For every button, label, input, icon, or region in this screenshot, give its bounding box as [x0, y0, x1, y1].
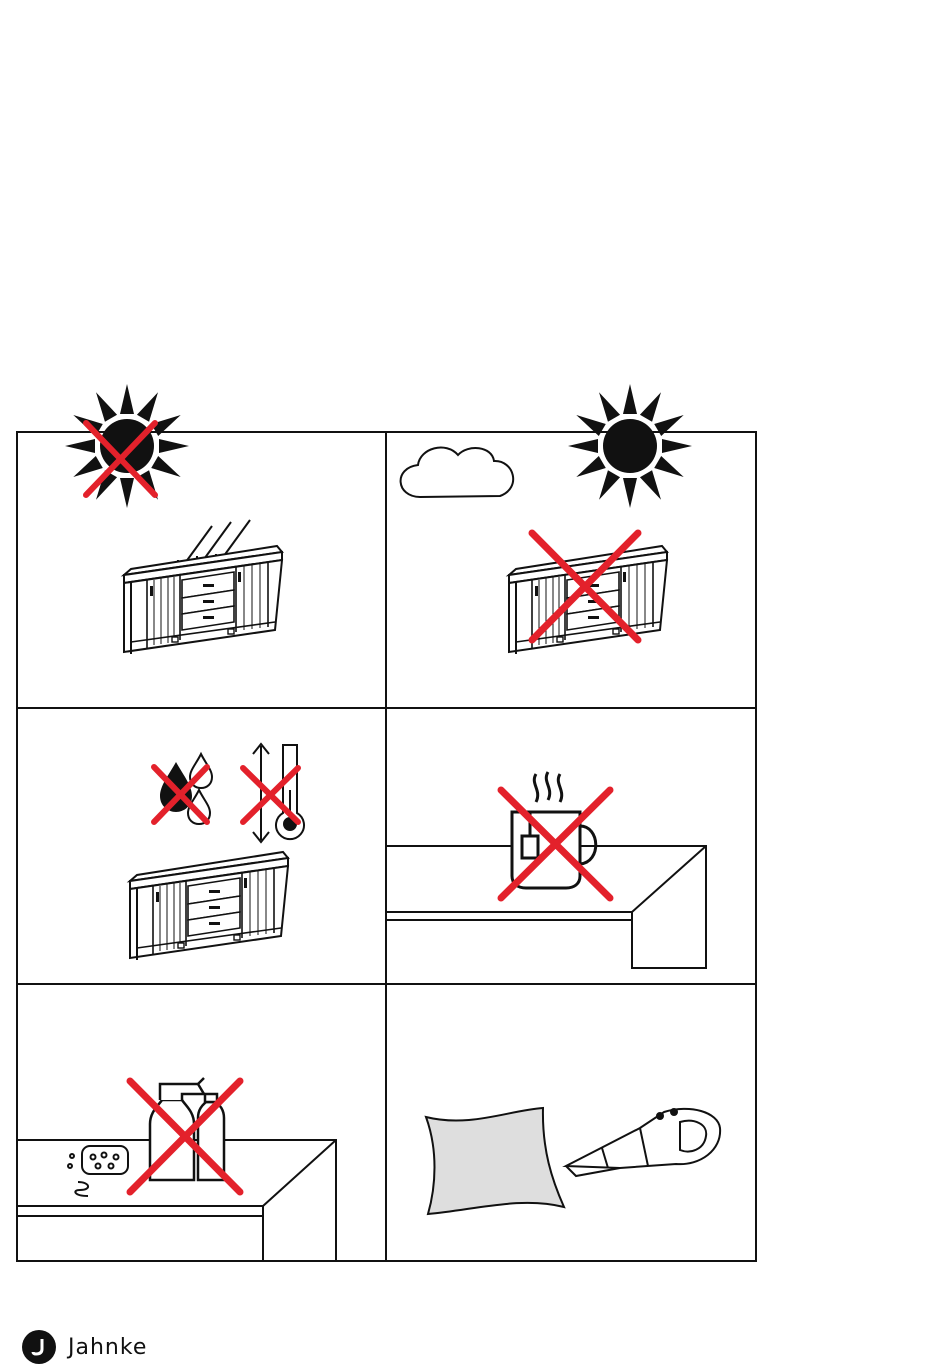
- sun-icon: [65, 384, 189, 508]
- panel-cushion-vacuum: [426, 1108, 720, 1214]
- brand-logo-mark: [22, 1330, 56, 1364]
- cushion-icon: [426, 1108, 564, 1214]
- panel-no-hot-objects: [386, 772, 706, 968]
- panel-sun-behind-cloud: [401, 384, 692, 654]
- sun-icon: [568, 384, 692, 508]
- sideboard-icon: [124, 546, 282, 654]
- thermometer-icon: [276, 745, 304, 839]
- brand-logo: Jahnke: [22, 1330, 147, 1364]
- panel-no-direct-sun: [65, 384, 282, 654]
- cloud-icon: [401, 448, 514, 497]
- brand-name: Jahnke: [68, 1335, 147, 1360]
- handheld-vacuum-icon: [566, 1109, 720, 1176]
- panel-no-chemical-cleaners: [17, 1078, 336, 1261]
- panel-no-moisture-temperature: [130, 744, 304, 960]
- sideboard-icon: [130, 852, 288, 960]
